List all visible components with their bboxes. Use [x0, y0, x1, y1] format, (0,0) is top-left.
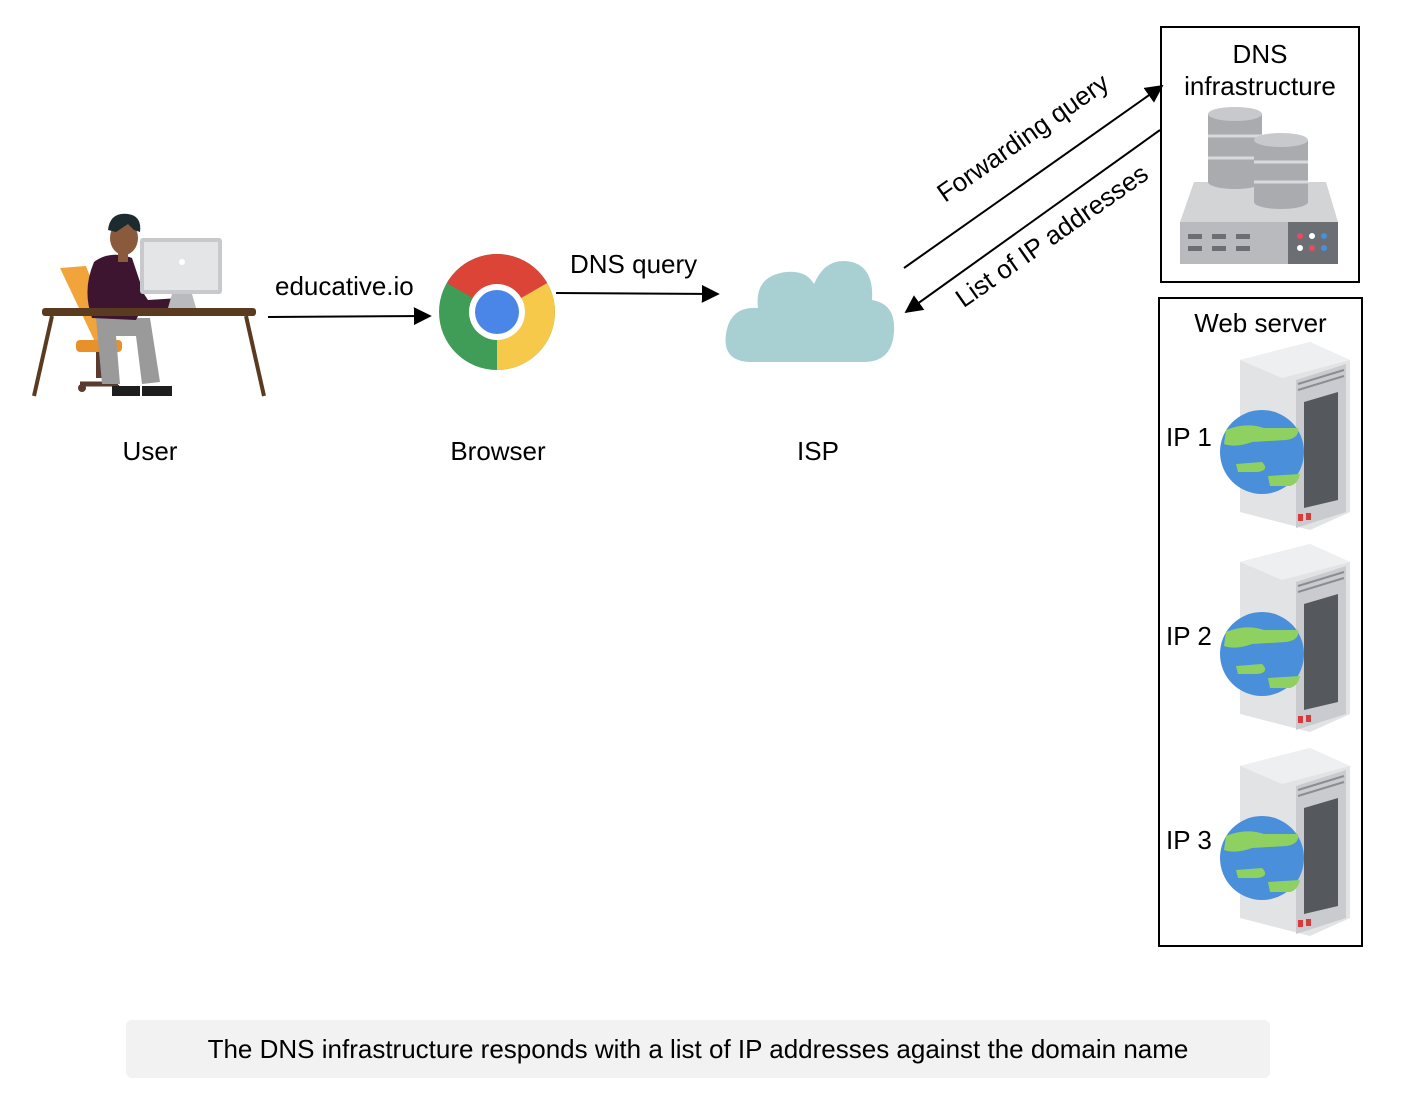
web-server-icon-1 — [1220, 342, 1350, 530]
node-label-browser: Browser — [450, 436, 546, 466]
web-server-icon-2 — [1220, 544, 1350, 732]
arrow-browser-to-isp — [555, 284, 720, 303]
edge-label-educative: educative.io — [275, 271, 414, 301]
dns-box-title-line2: infrastructure — [1184, 71, 1336, 101]
web-server-icon-3 — [1220, 748, 1350, 936]
ip-label-1: IP 1 — [1166, 422, 1212, 452]
dns-infrastructure-box: DNS infrastructure — [1160, 26, 1360, 283]
edge-label-dns-query: DNS query — [570, 249, 698, 279]
arrow-dns-to-isp — [904, 129, 1161, 314]
arrow-isp-to-dns — [903, 84, 1164, 269]
arrow-user-to-browser — [267, 307, 432, 326]
monitor-icon — [140, 238, 222, 308]
isp-cloud-icon — [725, 260, 895, 362]
database-server-icon — [1180, 107, 1338, 264]
web-server-box: Web server — [1158, 297, 1363, 947]
user-icon — [60, 213, 187, 396]
browser-icon — [439, 254, 555, 370]
dns-box-title-line1: DNS — [1232, 39, 1288, 69]
node-label-user: User — [122, 436, 178, 466]
desk-icon — [32, 308, 266, 397]
node-label-isp: ISP — [797, 436, 839, 466]
web-server-title: Web server — [1194, 308, 1327, 338]
caption: The DNS infrastructure responds with a l… — [126, 1020, 1270, 1078]
ip-label-2: IP 2 — [1166, 621, 1212, 651]
ip-label-3: IP 3 — [1166, 825, 1212, 855]
